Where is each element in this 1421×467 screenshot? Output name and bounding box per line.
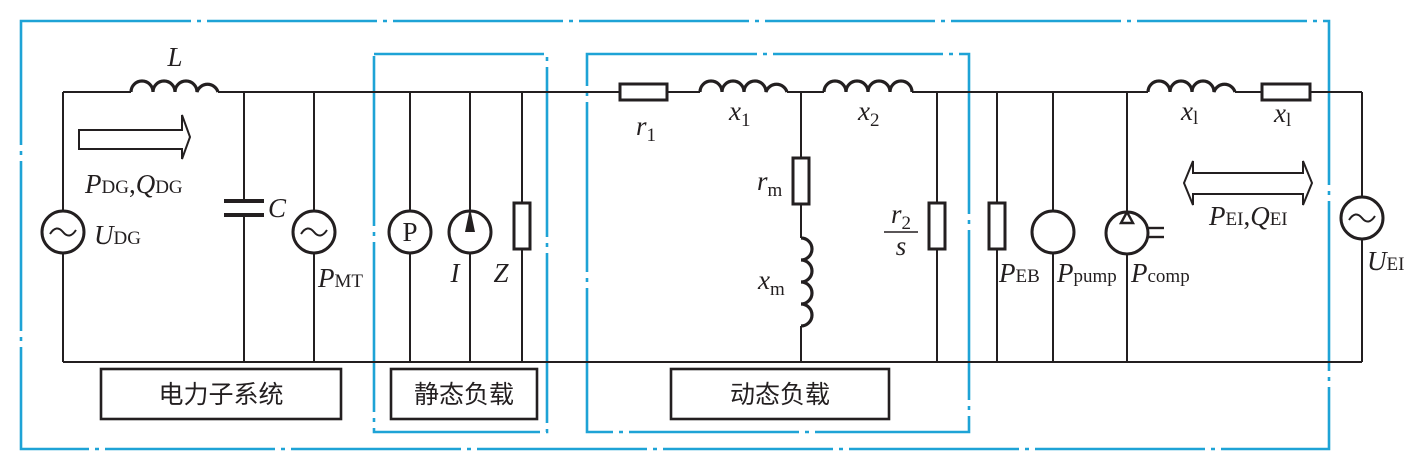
electric-boiler-load xyxy=(987,201,1007,251)
voltage-source-EI xyxy=(1339,195,1385,241)
label-dynamic-load: 动态负载 xyxy=(730,380,830,409)
label-C: C xyxy=(268,193,287,223)
label-x1: x1 xyxy=(728,96,750,131)
label-rm: rm xyxy=(757,166,783,201)
power-flow-arrow-EI xyxy=(1182,160,1314,206)
label-r2-numerator: r2 xyxy=(891,199,911,234)
label-xl-resistor: xl xyxy=(1273,98,1291,131)
label-P-EB: PEB xyxy=(998,258,1040,288)
label-static-P: P xyxy=(402,217,417,247)
inductor-xm xyxy=(800,236,814,328)
resistor-rm xyxy=(791,156,811,206)
label-s-denominator: s xyxy=(896,231,907,261)
dynamic-load-frame xyxy=(585,52,971,434)
label-P-comp: Pcomp xyxy=(1130,258,1190,288)
outer-frame xyxy=(19,19,1331,451)
label-xm: xm xyxy=(757,265,785,300)
constant-power-load xyxy=(387,209,433,255)
label-P-MT: PMT xyxy=(317,263,363,293)
label-r1: r1 xyxy=(636,111,656,146)
group-box-static-load xyxy=(389,367,539,421)
group-box-electric-subsystem xyxy=(99,367,343,421)
label-x2: x2 xyxy=(857,96,879,131)
impedance-Z xyxy=(512,201,532,251)
label-P-EI-Q-EI: PEI,QEI xyxy=(1208,201,1288,231)
label-P-pump: Ppump xyxy=(1056,258,1117,288)
label-I: I xyxy=(450,258,462,288)
line-resistor-xl xyxy=(1260,82,1312,102)
pump-load xyxy=(1030,209,1076,255)
label-U-EI: UEI xyxy=(1367,246,1404,276)
resistor-r2-over-s xyxy=(927,201,947,251)
micro-turbine-source xyxy=(291,209,337,255)
label-static-load: 静态负载 xyxy=(414,380,514,409)
power-flow-arrow-DG xyxy=(78,114,192,160)
label-P-DG-Q-DG: PDG,QDG xyxy=(84,169,183,199)
voltage-source-DG xyxy=(40,209,86,255)
label-electric-subsystem: 电力子系统 xyxy=(158,380,283,409)
capacitor-C xyxy=(224,199,264,217)
label-U-DG: UDG xyxy=(94,220,141,250)
label-Z: Z xyxy=(493,258,509,288)
compressor-load xyxy=(1104,209,1164,256)
line-inductor-xl xyxy=(1146,79,1237,93)
group-box-dynamic-load xyxy=(669,367,891,421)
inductor-x2 xyxy=(822,79,914,93)
static-load-frame xyxy=(372,52,549,434)
resistor-r1 xyxy=(618,82,669,102)
label-xl-inductor: xl xyxy=(1180,96,1198,129)
label-L: L xyxy=(166,42,182,72)
constant-current-load xyxy=(447,208,493,255)
inductor-x1 xyxy=(698,79,789,93)
inductor-L xyxy=(129,79,220,93)
